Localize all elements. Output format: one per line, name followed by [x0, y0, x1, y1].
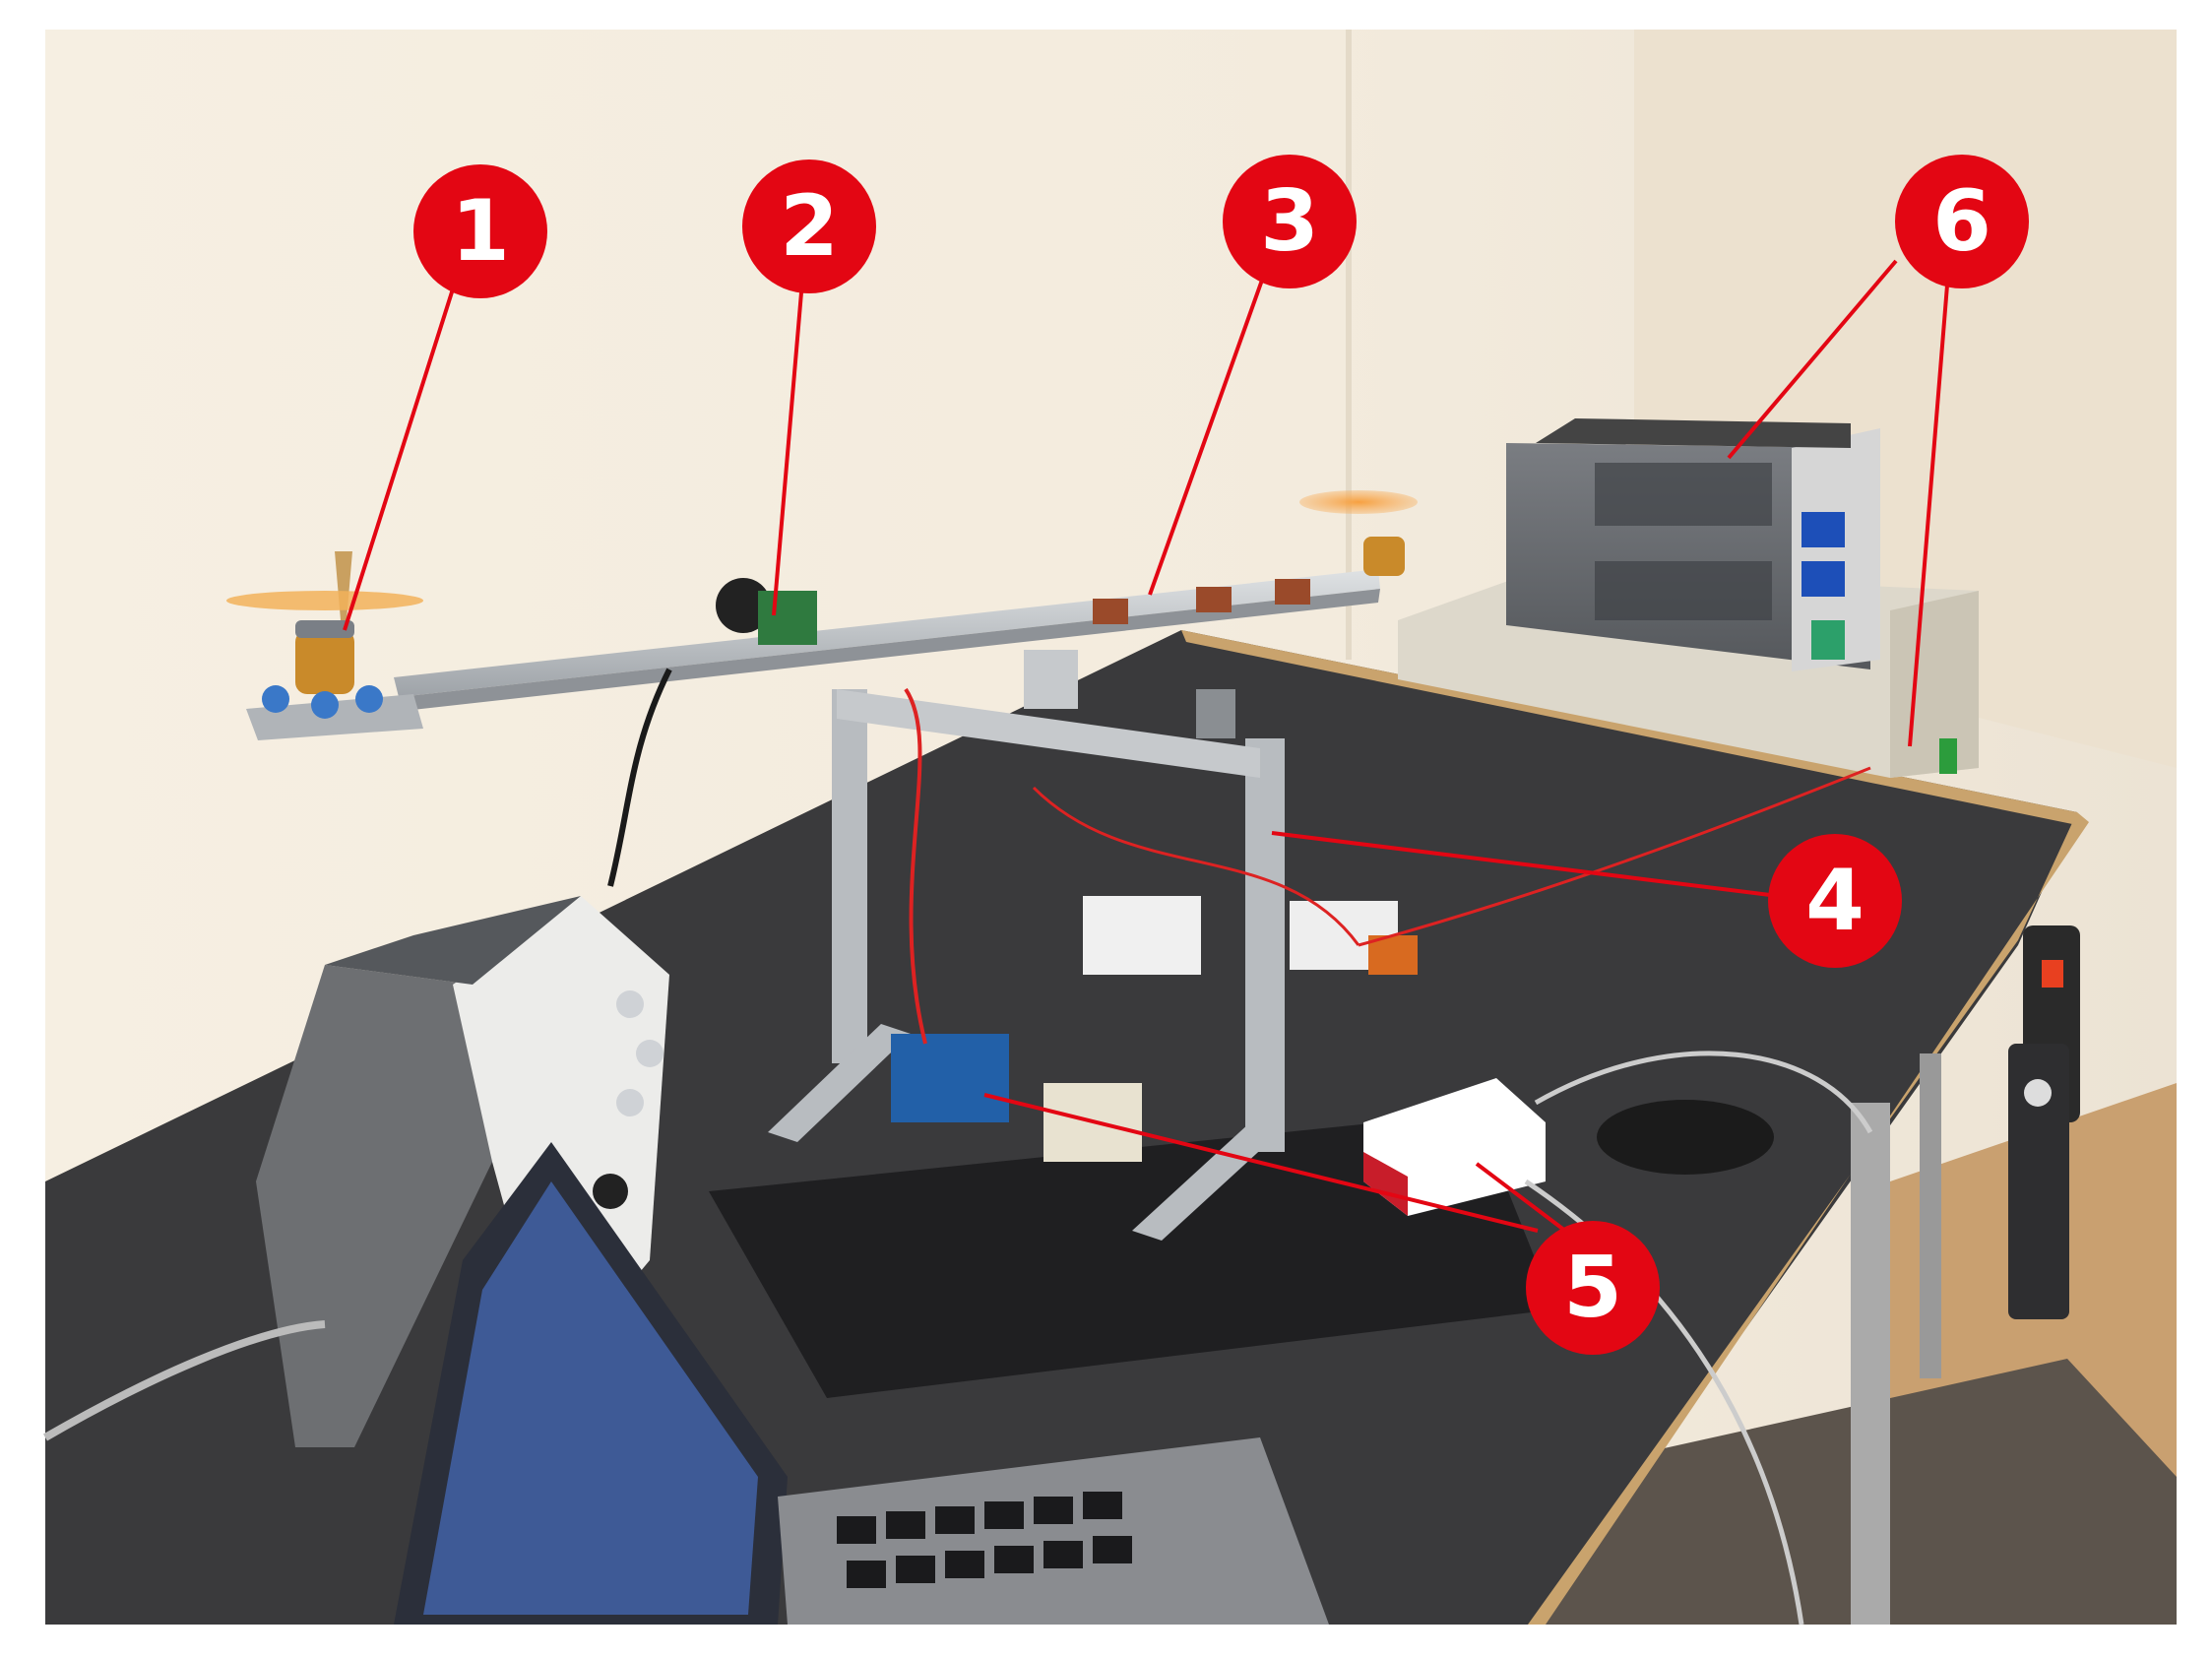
carpet [1516, 1359, 2177, 1625]
marker-1: 1 [413, 164, 547, 298]
marker-4-leader [1271, 831, 1771, 897]
marker-4: 4 [1768, 834, 1902, 968]
marker-5-label: 5 [1563, 1239, 1622, 1337]
marker-3: 3 [1223, 155, 1357, 288]
marker-5: 5 [1526, 1221, 1660, 1355]
marker-6-leader-b [1908, 260, 1951, 747]
marker-5-leader-b [1475, 1162, 1567, 1233]
marker-3-leader [1148, 257, 1272, 596]
marker-2-label: 2 [780, 177, 839, 276]
marker-6-label: 6 [1932, 172, 1991, 271]
marker-1-label: 1 [451, 182, 510, 281]
laptop [394, 1142, 1329, 1625]
lever-arm [226, 490, 1418, 740]
power-supply [1398, 418, 1979, 778]
marker-5-leader-a [983, 1093, 1539, 1233]
marker-3-label: 3 [1260, 172, 1319, 271]
marker-6: 6 [1895, 155, 2029, 288]
marker-1-leader [343, 257, 465, 631]
marker-6-leader-a [1727, 259, 1898, 460]
marker-4-label: 4 [1805, 852, 1864, 950]
photo [43, 30, 2177, 1626]
annotation-lines [343, 257, 1951, 1233]
marker-2: 2 [742, 159, 876, 293]
marker-2-leader [772, 257, 806, 616]
test-stand-frame [768, 650, 1285, 1241]
